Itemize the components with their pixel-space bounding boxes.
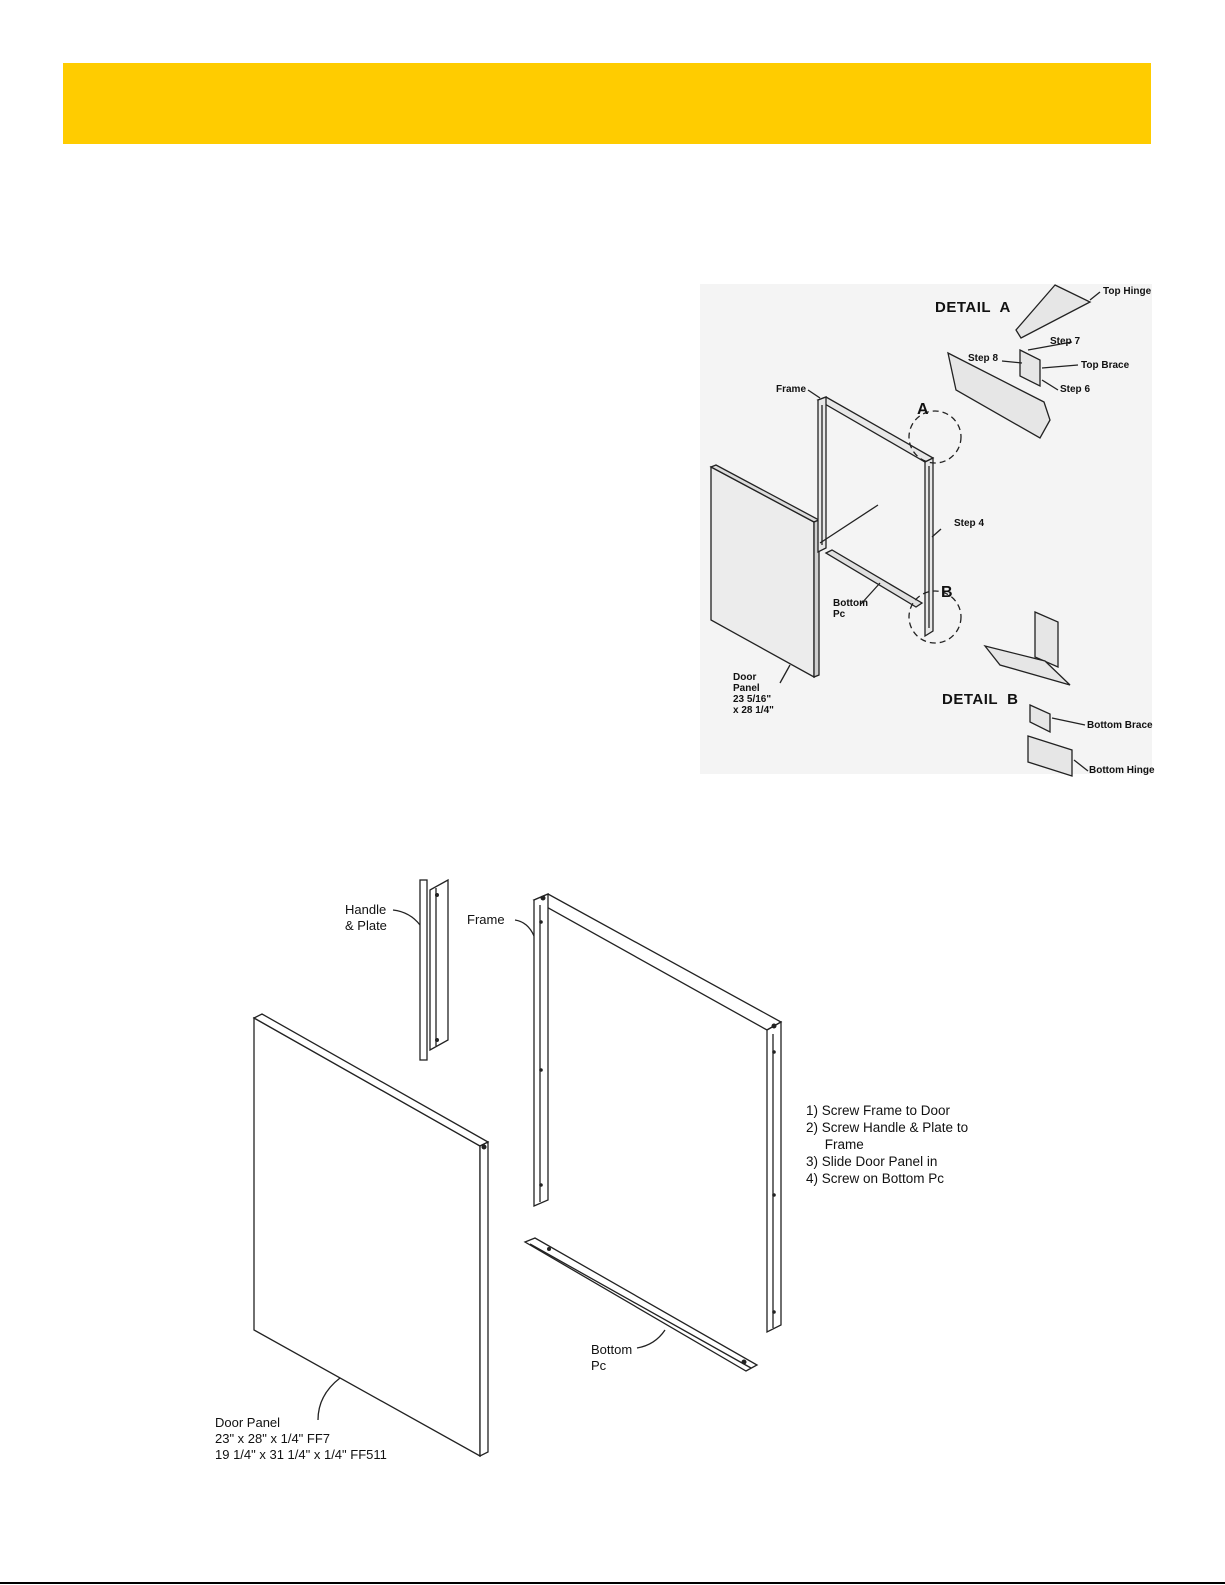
assembly-steps: 1) Screw Frame to Door 2) Screw Handle &… [806, 1102, 968, 1187]
detail-b-brace-upper [1034, 611, 1059, 668]
step-item: 1) Screw Frame to Door [806, 1103, 951, 1118]
label-step8: Step 8 [968, 353, 999, 364]
callout-a: A [917, 401, 929, 418]
label-step7: Step 7 [1050, 336, 1081, 347]
label-bottom-pc: Bottom Pc [591, 1342, 633, 1373]
detail-a-title: DETAIL A [935, 299, 1011, 316]
detail-a-circle [908, 410, 962, 464]
callout-b: B [941, 584, 953, 601]
detail-a-top-hinge [1015, 284, 1092, 339]
detail-b-title: DETAIL B [942, 691, 1019, 708]
label-step6: Step 6 [1060, 384, 1091, 395]
label-frame-top: Frame [776, 384, 807, 395]
label-step4: Step 4 [954, 518, 985, 529]
detail-a-top-brace [1019, 348, 1041, 388]
label-bottom-hinge: Bottom Hinge [1089, 765, 1155, 776]
step-item: 4) Screw on Bottom Pc [806, 1171, 945, 1186]
footer-rule [0, 1582, 1225, 1584]
header-banner [63, 63, 1151, 144]
detail-b-circle [908, 590, 962, 644]
label-frame-bottom: Frame [467, 912, 505, 927]
label-handle-plate: Handle & Plate [345, 902, 387, 933]
step-item: 3) Slide Door Panel in [806, 1154, 938, 1169]
label-bottom-pc-top: Bottom Pc [833, 598, 868, 620]
step-item: Frame [806, 1137, 864, 1152]
label-door-panel-bottom: Door Panel 23" x 28" x 1/4" FF7 19 1/4" … [215, 1415, 387, 1462]
label-top-hinge: Top Hinge [1103, 286, 1152, 297]
detail-b-bottom-brace [1029, 703, 1051, 734]
label-door-panel-top: Door Panel 23 5/16" x 28 1/4" [733, 672, 774, 716]
label-top-brace: Top Brace [1081, 360, 1130, 371]
detail-b-bottom-hinge [1027, 735, 1073, 777]
label-bottom-brace: Bottom Brace [1087, 720, 1153, 731]
top-bottom-pc [824, 549, 924, 608]
step-item: 2) Screw Handle & Plate to [806, 1120, 969, 1135]
